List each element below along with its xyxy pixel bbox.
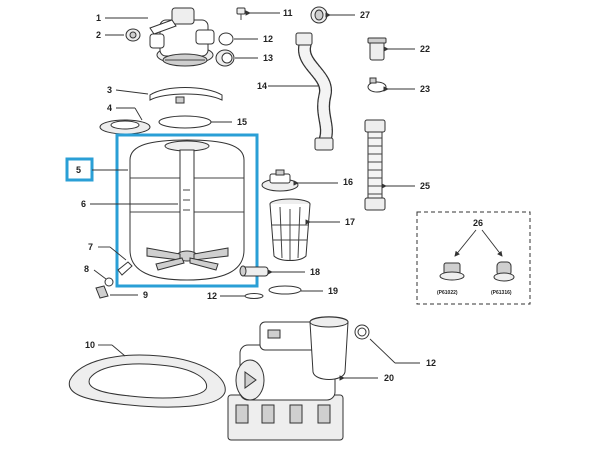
label-8: 8	[84, 264, 89, 274]
pump-assembly	[227, 316, 349, 441]
lid-o-ring	[158, 115, 212, 129]
label-18: 18	[310, 267, 320, 277]
label-22: 22	[420, 44, 430, 54]
filter-tank	[129, 139, 245, 281]
o-ring-small	[218, 32, 234, 46]
label-16: 16	[343, 177, 353, 187]
gauge-cap	[125, 28, 141, 42]
label-7: 7	[88, 242, 93, 252]
label-2: 2	[96, 30, 101, 40]
leader-26b	[481, 229, 503, 257]
tank-highlight-frame	[115, 133, 259, 288]
leader-8	[93, 269, 107, 280]
valve-variant-left	[439, 262, 465, 281]
base-tray	[68, 354, 226, 408]
label-23: 23	[420, 84, 430, 94]
label-19: 19	[328, 286, 338, 296]
label-12c: 12	[426, 358, 436, 368]
connection-hose-short	[364, 119, 386, 211]
label-12a: 12	[263, 34, 273, 44]
tank-clamp	[149, 87, 223, 104]
label-25: 25	[420, 181, 430, 191]
hose-adapter	[239, 265, 269, 277]
leader-10b	[111, 344, 126, 357]
gauge-plug	[236, 7, 246, 20]
label-3: 3	[107, 85, 112, 95]
pump-o-ring-inner	[357, 327, 367, 337]
label-5-box	[65, 157, 94, 182]
variant-box	[416, 211, 531, 305]
strainer-lid	[261, 169, 299, 192]
leader-3	[115, 89, 149, 95]
valve-variant-right	[493, 261, 515, 282]
hose-o-ring	[268, 285, 302, 295]
label-13: 13	[263, 53, 273, 63]
label-20: 20	[384, 373, 394, 383]
leader-7b	[109, 246, 127, 261]
label-9: 9	[143, 290, 148, 300]
drain-plug	[95, 261, 133, 299]
variant-code-right: (P61316)	[491, 290, 512, 296]
leader-12c	[369, 338, 396, 364]
label-27: 27	[360, 10, 370, 20]
hose-fitting	[367, 37, 387, 61]
label-1: 1	[96, 13, 101, 23]
drain-cap	[310, 6, 328, 24]
valve-cap	[215, 49, 235, 67]
label-4: 4	[107, 103, 112, 113]
label-5: 5	[76, 165, 81, 175]
drain-plug-seal	[104, 277, 114, 287]
leader-4b	[134, 107, 143, 121]
label-14: 14	[257, 81, 267, 91]
tank-lid	[99, 119, 151, 135]
variant-code-left: (P61022)	[437, 290, 458, 296]
label-11: 11	[283, 8, 293, 18]
label-26: 26	[473, 218, 483, 228]
label-17: 17	[345, 217, 355, 227]
strainer-basket	[269, 198, 311, 261]
o-ring-flat	[244, 293, 264, 299]
label-12b: 12	[207, 291, 217, 301]
hose-clamp	[367, 77, 387, 93]
connection-hose-long	[295, 32, 334, 151]
multiport-valve	[149, 7, 215, 67]
label-15: 15	[237, 117, 247, 127]
leader-26a	[454, 229, 477, 257]
label-10: 10	[85, 340, 95, 350]
label-6: 6	[81, 199, 86, 209]
